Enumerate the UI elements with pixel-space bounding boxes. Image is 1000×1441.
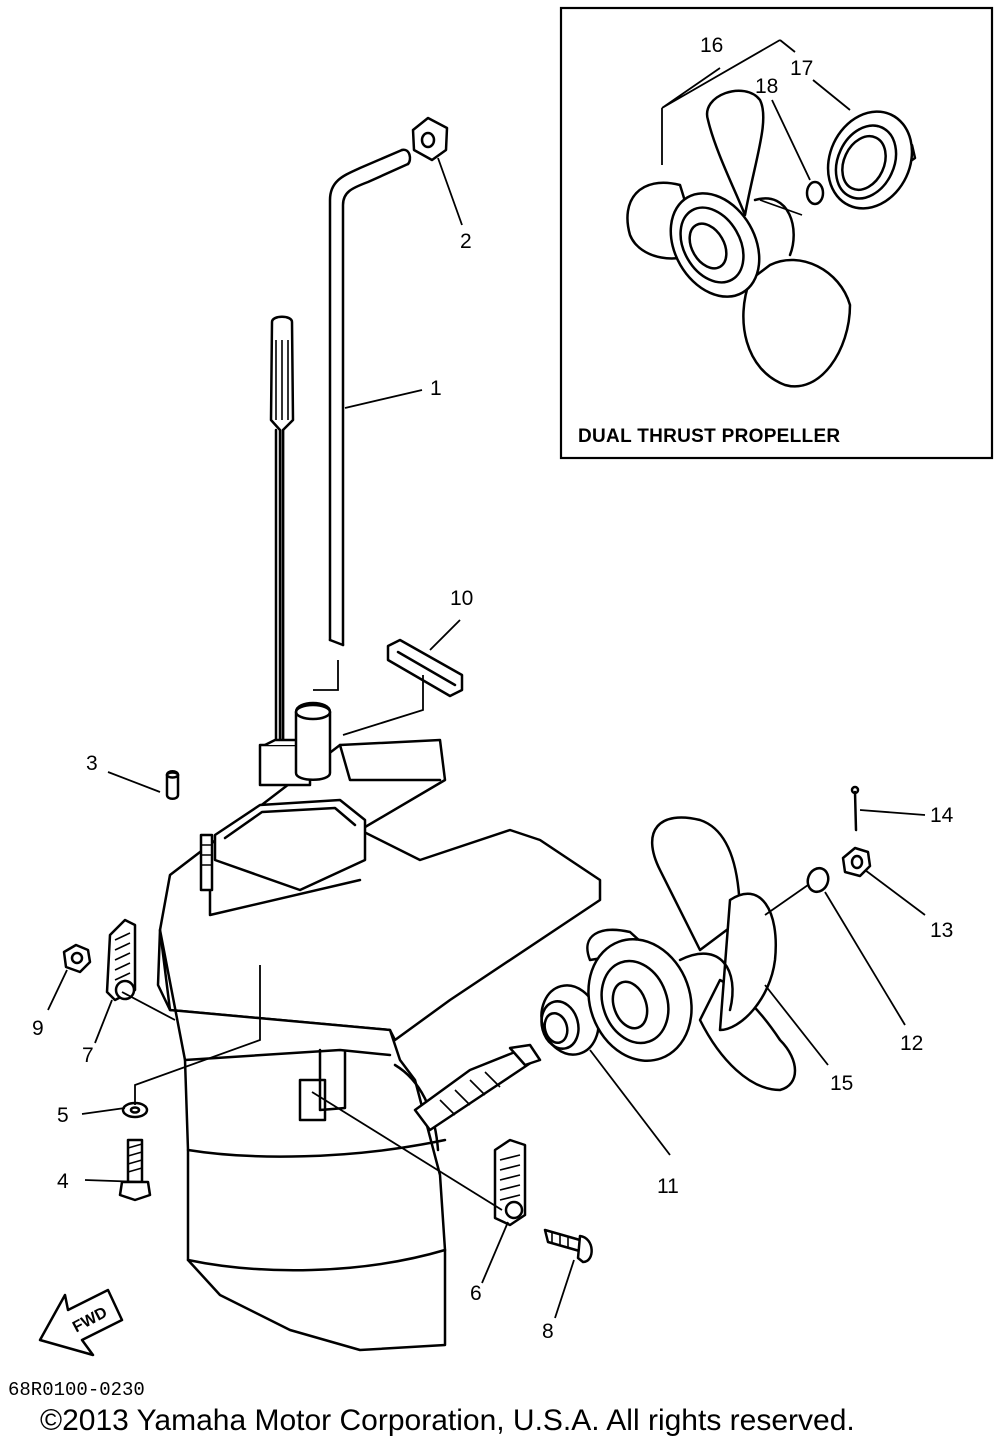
dual-thrust-propeller-inset: 16 17 18 DUAL THRUST PROPELLER [559,6,994,460]
screw-part-8 [543,1228,593,1264]
leader-lines [47,157,926,1319]
inset-propeller [626,89,852,388]
washer-part-5 [121,1101,149,1119]
callout-4: 4 [57,1170,69,1193]
callout-16: 16 [700,34,723,57]
inset-washer-18 [805,180,825,206]
inset-title: DUAL THRUST PROPELLER [578,426,840,447]
callout-10: 10 [450,587,473,610]
document-code: 68R0100-0230 [8,1379,145,1401]
inset-thrust-hub-17 [826,110,917,210]
callout-2: 2 [460,230,472,253]
shift-rod-part-1 [328,148,412,647]
callout-9: 9 [32,1017,44,1040]
callout-14: 14 [930,804,954,827]
drive-shaft [269,315,295,752]
callout-15: 15 [830,1072,853,1095]
callout-8: 8 [542,1320,554,1343]
callout-3: 3 [86,752,98,775]
anode-part-7 [105,918,137,1002]
seal-part-10 [386,638,464,698]
callout-12: 12 [900,1032,923,1055]
anode-part-6 [493,1138,527,1227]
inset-border [559,6,994,460]
callout-13: 13 [930,919,953,942]
propeller-part-15 [586,816,797,1092]
callout-17: 17 [790,57,813,80]
callout-11: 11 [657,1175,679,1198]
callout-18: 18 [755,75,778,98]
dowel-pin-part-3 [165,770,180,800]
callout-6: 6 [470,1282,482,1305]
callout-1: 1 [430,377,442,400]
washer-part-12 [806,866,830,894]
nut-part-13 [841,846,872,878]
copyright-notice: ©2013 Yamaha Motor Corporation, U.S.A. A… [40,1404,855,1437]
thrust-hub-part-11 [540,984,600,1056]
callout-5: 5 [57,1104,69,1127]
lower-unit-housing [156,701,602,1352]
grommet-part-2 [411,116,449,162]
nut-part-9 [62,943,92,974]
fwd-arrow: FWD [38,1288,124,1357]
callout-7: 7 [82,1044,94,1067]
bolt-part-4 [118,1138,152,1202]
cotter-pin-part-14 [850,785,860,832]
